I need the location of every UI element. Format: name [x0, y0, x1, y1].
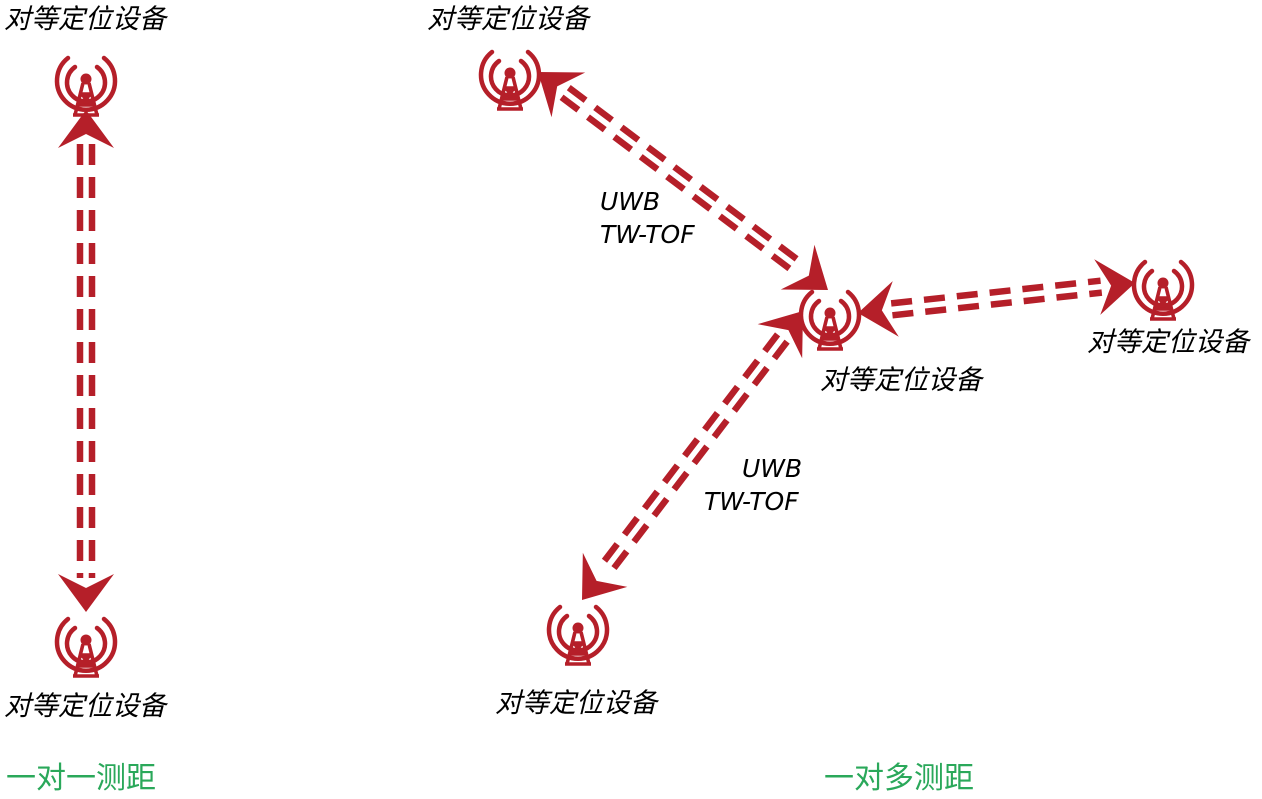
device-label-right-center: 对等定位设备 — [820, 365, 982, 396]
link-right-dash-line — [890, 277, 1101, 307]
caption-one-to-one: 一对一测距 — [6, 761, 156, 796]
device-label-right-top: 对等定位设备 — [427, 4, 589, 35]
link-bottom — [582, 311, 803, 600]
device-label-left-bottom: 对等定位设备 — [4, 691, 166, 722]
protocol-label-lower-line1: UWB — [742, 454, 803, 483]
link-top-arrowhead-start — [538, 72, 586, 118]
link-one-to-one — [58, 110, 114, 612]
device-left-bottom-radio-tower-icon — [57, 619, 115, 676]
device-label-right-right: 对等定位设备 — [1087, 327, 1249, 358]
device-label-right-bottom: 对等定位设备 — [495, 688, 657, 719]
protocol-label-upper: UWB TW-TOF — [600, 186, 695, 251]
device-right-top-radio-tower-icon — [481, 52, 539, 109]
protocol-label-upper-line2: TW-TOF — [600, 219, 695, 249]
device-right-right-radio-tower-icon — [1134, 262, 1192, 319]
link-right — [858, 259, 1135, 337]
ranging-links — [58, 72, 1135, 612]
link-top-dash-line — [566, 85, 807, 268]
link-right-dash-line — [892, 289, 1103, 319]
device-left-top-radio-tower-icon — [57, 58, 115, 115]
device-right-bottom-radio-tower-icon — [549, 607, 607, 664]
link-one-to-one-arrowhead-end — [58, 574, 114, 612]
link-right-arrowhead-start — [858, 281, 899, 337]
link-bottom-dash-line — [595, 332, 781, 572]
link-right-arrowhead-end — [1094, 259, 1135, 315]
link-bottom-dash-line — [604, 339, 790, 579]
link-top-dash-line — [559, 94, 800, 277]
device-right-center-radio-tower-icon — [801, 292, 859, 349]
caption-one-to-many: 一对多测距 — [824, 761, 974, 796]
device-label-left-top: 对等定位设备 — [4, 4, 166, 35]
protocol-label-upper-line1: UWB — [600, 187, 661, 216]
link-bottom-arrowhead-start — [757, 311, 803, 359]
link-one-to-one-arrowhead-start — [58, 110, 114, 148]
link-bottom-arrowhead-end — [582, 552, 628, 600]
link-top — [538, 72, 828, 290]
link-top-arrowhead-end — [780, 244, 828, 290]
protocol-label-lower-line2: TW-TOF — [704, 486, 799, 516]
protocol-label-lower: UWB TW-TOF — [704, 453, 803, 518]
